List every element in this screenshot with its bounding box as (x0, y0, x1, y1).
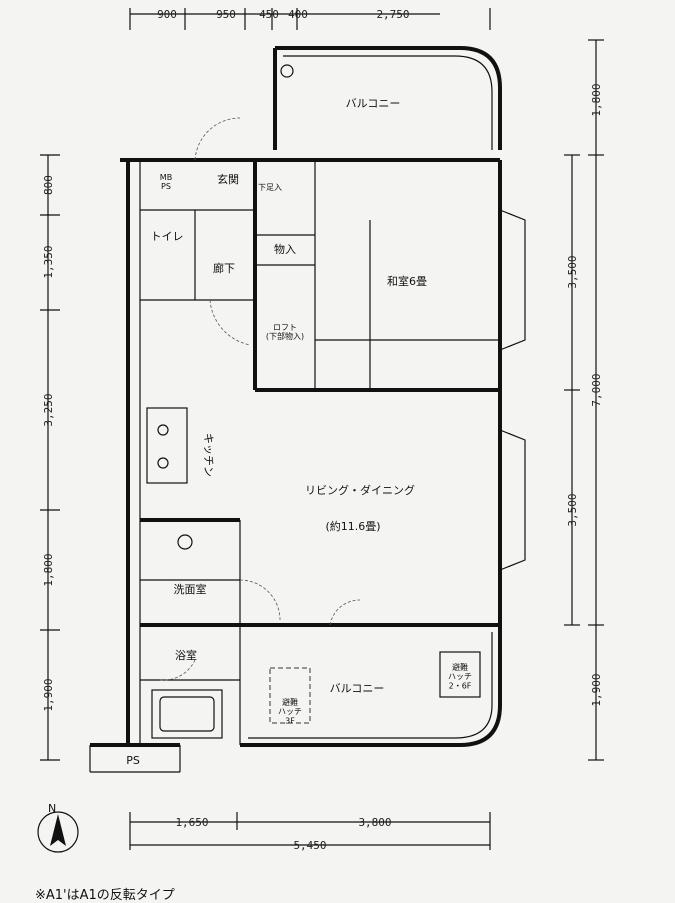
dim-right-outer-1: 1,800 (590, 83, 603, 116)
dim-bottom-2: 3,800 (358, 816, 391, 829)
dim-left-3: 3,250 (42, 393, 55, 426)
room-washroom: 洗面室 (174, 582, 207, 596)
dim-left-1: 800 (42, 175, 55, 195)
dim-right-outer-2: 7,000 (590, 373, 603, 406)
room-ps-bottom: PS (126, 754, 140, 767)
door-swings (159, 117, 361, 681)
room-balcony-bottom: バルコニー (330, 682, 385, 695)
room-entrance: 玄関 (217, 172, 239, 186)
dimension-lines: 900 950 450 400 2,750 800 1,350 3,250 1,… (40, 8, 604, 852)
dim-right-inner-2: 3,500 (566, 493, 579, 526)
dim-top-2: 950 (216, 8, 236, 21)
dim-top-4: 400 (288, 8, 308, 21)
dim-top-5: 2,750 (376, 8, 409, 21)
dim-top-1: 900 (157, 8, 177, 21)
room-washitsu: 和室6畳 (387, 274, 427, 288)
room-ldk: リビング・ダイニング (305, 483, 415, 497)
dim-right-inner-1: 3,500 (566, 255, 579, 288)
dim-bottom-1: 1,650 (175, 816, 208, 829)
dim-bottom-3: 5,450 (293, 839, 326, 852)
room-balcony-top: バルコニー (346, 97, 401, 110)
room-hallway: 廊下 (213, 261, 235, 275)
dim-left-2: 1,350 (42, 245, 55, 278)
room-bathroom: 浴室 (175, 648, 197, 662)
compass-north-label: N (48, 802, 56, 815)
room-closet: 物入 (274, 242, 296, 256)
dim-left-4: 1,800 (42, 553, 55, 586)
compass-icon: N (37, 802, 79, 853)
footnote: ※A1'はA1の反転タイプ (35, 888, 175, 903)
dim-right-outer-3: 1,900 (590, 673, 603, 706)
room-shoe-storage: 下足入 (258, 183, 282, 192)
dim-left-5: 1,900 (42, 678, 55, 711)
room-kitchen: キッチン (202, 433, 215, 477)
walls (89, 46, 526, 773)
room-toilet: トイレ (151, 230, 184, 243)
room-loft: ロフト(下部物入) (266, 323, 304, 341)
room-ldk-area: (約11.6畳) (325, 519, 380, 533)
dim-top-3: 450 (259, 8, 279, 21)
